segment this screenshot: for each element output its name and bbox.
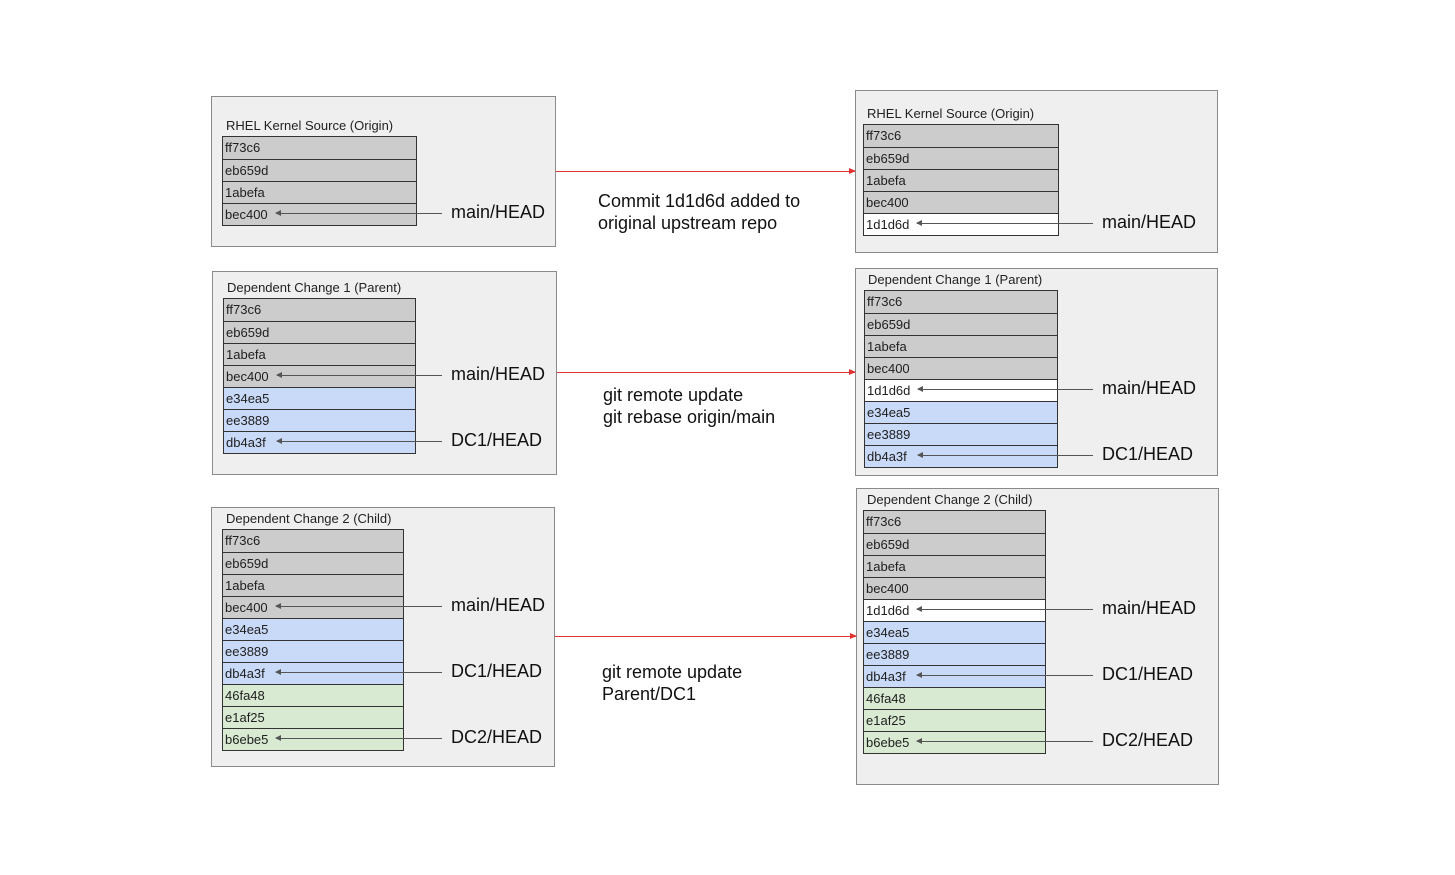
ref-pointer-arrow xyxy=(275,210,442,216)
ref-pointer-arrow xyxy=(275,735,442,741)
transition-arrow xyxy=(555,633,857,639)
commit-row: ff73c6 xyxy=(223,137,416,159)
commit-row: 46fa48 xyxy=(223,684,403,706)
commit-row: db4a3f xyxy=(223,662,403,684)
ref-label: main/HEAD xyxy=(1102,378,1197,398)
panel-title: RHEL Kernel Source (Origin) xyxy=(226,118,394,133)
commit-row: 1abefa xyxy=(223,181,416,203)
panel-title: Dependent Change 1 (Parent) xyxy=(868,272,1043,287)
commit-row: 1abefa xyxy=(224,343,415,365)
ref-pointer-arrow xyxy=(276,438,442,444)
ref-pointer-arrow xyxy=(916,220,1093,226)
panel-title: RHEL Kernel Source (Origin) xyxy=(867,106,1035,121)
commit-row: eb659d xyxy=(223,552,403,574)
transition-arrow xyxy=(556,168,856,174)
ref-pointer-arrow xyxy=(916,672,1093,678)
commit-row: 1abefa xyxy=(223,574,403,596)
commit-row: bec400 xyxy=(864,191,1058,213)
commit-row: b6ebe5 xyxy=(864,731,1045,753)
ref-label: main/HEAD xyxy=(451,364,546,384)
panel-title: Dependent Change 1 (Parent) xyxy=(227,280,402,295)
ref-label: main/HEAD xyxy=(1102,212,1197,232)
commit-row: bec400 xyxy=(223,203,416,225)
commit-row: eb659d xyxy=(224,321,415,343)
caption-line: git remote update xyxy=(602,662,743,682)
ref-label: DC1/HEAD xyxy=(1102,444,1194,464)
transition-arrow xyxy=(557,369,856,375)
commit-row: ff73c6 xyxy=(864,511,1045,533)
ref-label: DC2/HEAD xyxy=(451,727,543,747)
ref-pointer-arrow xyxy=(276,372,442,378)
ref-pointer-arrow xyxy=(275,669,442,675)
commit-row: 1d1d6d xyxy=(865,379,1057,401)
commit-row: db4a3f xyxy=(865,445,1057,467)
commit-row: db4a3f xyxy=(864,665,1045,687)
ref-pointer-arrow xyxy=(275,603,442,609)
commit-row: eb659d xyxy=(865,313,1057,335)
commit-row: 1d1d6d xyxy=(864,213,1058,235)
commit-row: ff73c6 xyxy=(224,299,415,321)
ref-label: main/HEAD xyxy=(451,595,546,615)
commit-row: bec400 xyxy=(223,596,403,618)
commit-row: db4a3f xyxy=(224,431,415,453)
commit-row: e34ea5 xyxy=(864,621,1045,643)
commit-row: bec400 xyxy=(865,357,1057,379)
commit-row: ee3889 xyxy=(223,640,403,662)
panel-title: Dependent Change 2 (Child) xyxy=(867,492,1033,507)
commit-row: 46fa48 xyxy=(864,687,1045,709)
commit-row: e1af25 xyxy=(864,709,1045,731)
commit-row: bec400 xyxy=(224,365,415,387)
panel-title: Dependent Change 2 (Child) xyxy=(226,511,392,526)
commit-row: e34ea5 xyxy=(223,618,403,640)
caption-line: original upstream repo xyxy=(598,213,778,233)
caption-line: Commit 1d1d6d added to xyxy=(598,191,801,211)
commit-row: 1abefa xyxy=(864,555,1045,577)
ref-label: main/HEAD xyxy=(451,202,546,222)
commit-row: bec400 xyxy=(864,577,1045,599)
ref-label: DC1/HEAD xyxy=(1102,664,1194,684)
commit-row: 1abefa xyxy=(865,335,1057,357)
caption-line: git rebase origin/main xyxy=(603,407,776,427)
ref-pointer-arrow xyxy=(916,606,1093,612)
commit-row: 1abefa xyxy=(864,169,1058,191)
ref-pointer-arrow xyxy=(917,386,1093,392)
commit-row: ff73c6 xyxy=(865,291,1057,313)
commit-row: eb659d xyxy=(864,147,1058,169)
commit-row: e34ea5 xyxy=(224,387,415,409)
commit-row: ff73c6 xyxy=(864,125,1058,147)
commit-row: e1af25 xyxy=(223,706,403,728)
caption-line: git remote update xyxy=(603,385,744,405)
ref-pointer-arrow xyxy=(917,452,1093,458)
ref-pointer-arrow xyxy=(916,738,1093,744)
ref-label: DC1/HEAD xyxy=(451,430,543,450)
commit-row: eb659d xyxy=(864,533,1045,555)
commit-row: b6ebe5 xyxy=(223,728,403,750)
caption-line: Parent/DC1 xyxy=(602,684,697,704)
ref-label: DC1/HEAD xyxy=(451,661,543,681)
commit-row: ee3889 xyxy=(865,423,1057,445)
ref-label: DC2/HEAD xyxy=(1102,730,1194,750)
commit-row: ee3889 xyxy=(224,409,415,431)
commit-row: eb659d xyxy=(223,159,416,181)
commit-row: 1d1d6d xyxy=(864,599,1045,621)
commit-row: e34ea5 xyxy=(865,401,1057,423)
commit-row: ee3889 xyxy=(864,643,1045,665)
ref-label: main/HEAD xyxy=(1102,598,1197,618)
commit-row: ff73c6 xyxy=(223,530,403,552)
